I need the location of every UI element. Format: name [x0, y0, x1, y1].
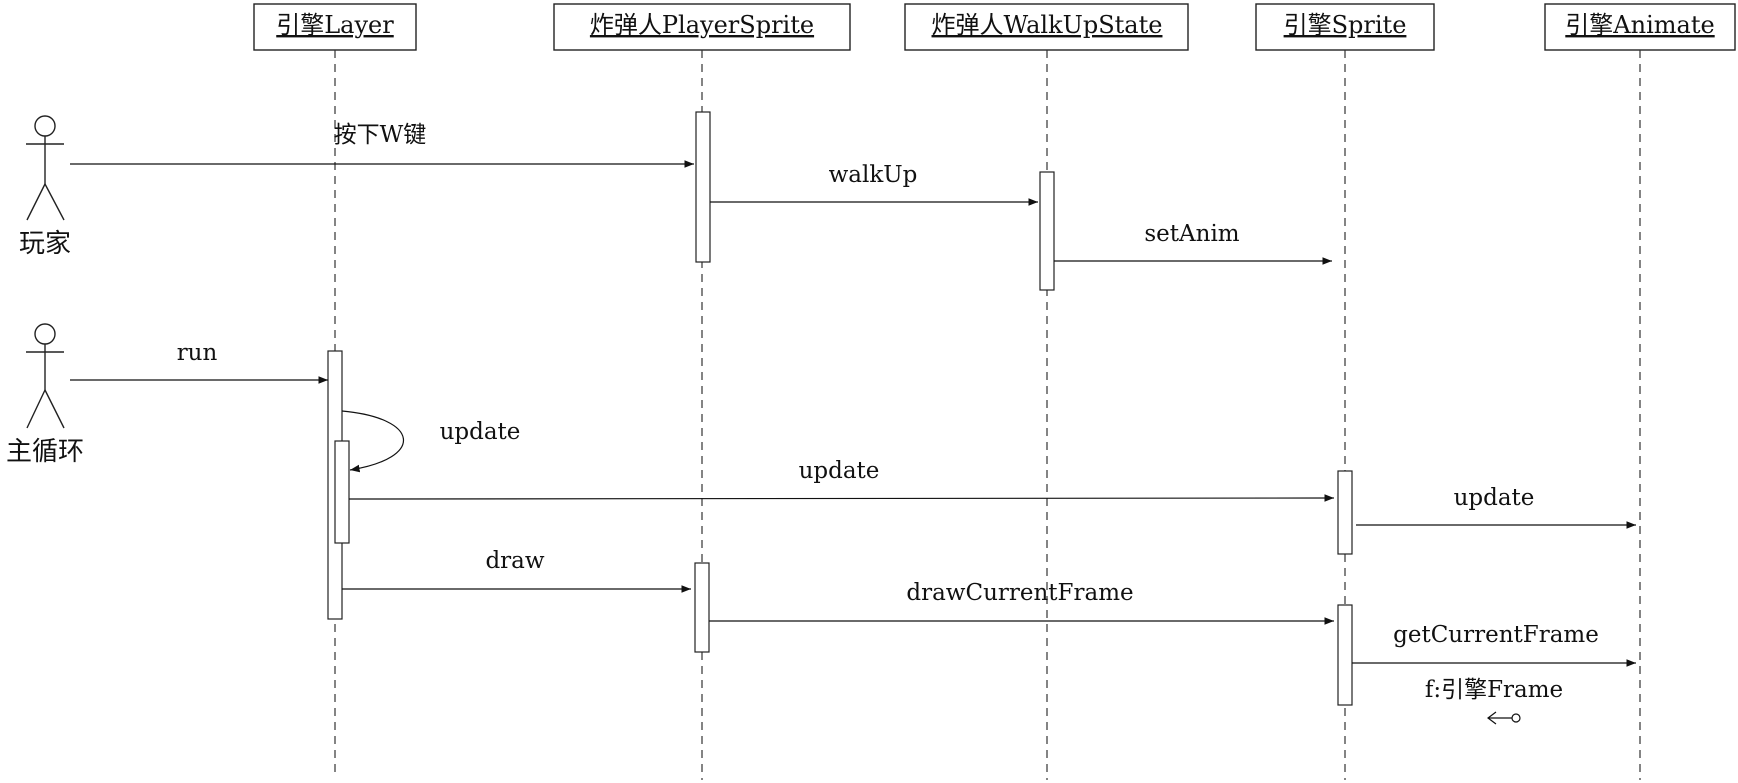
return-value: f:引擎Frame — [1425, 677, 1563, 725]
lifeline-player-sprite: 炸弹人PlayerSprite — [553, 3, 851, 780]
lifeline-title-engine-sprite: 引擎Sprite — [1284, 11, 1407, 39]
activation-engine-sprite-1 — [1337, 470, 1353, 555]
message-update-sprite: update — [348, 458, 1335, 502]
lifeline-title-player-sprite: 炸弹人PlayerSprite — [590, 11, 814, 39]
message-label-press-w: 按下W键 — [334, 122, 427, 148]
message-label-setanim: setAnim — [1144, 221, 1239, 247]
lifeline-engine-layer: 引擎Layer — [253, 3, 417, 775]
activation-engine-sprite-2 — [1337, 604, 1353, 706]
message-label-update-animate: update — [1454, 485, 1535, 511]
return-label: f:引擎Frame — [1425, 677, 1563, 703]
message-run: run — [70, 340, 328, 384]
lifeline-title-engine-animate: 引擎Animate — [1565, 11, 1714, 39]
actor-label-main-loop: 主循环 — [6, 437, 84, 467]
message-label-update-sprite: update — [799, 458, 880, 484]
message-drawcurrentframe: drawCurrentFrame — [709, 580, 1334, 625]
message-getcurrentframe: getCurrentFrame — [1352, 622, 1636, 667]
actor-player: 玩家 — [19, 115, 71, 259]
lifeline-walkup-state: 炸弹人WalkUpState — [904, 3, 1189, 780]
activation-walkup-state — [1039, 171, 1055, 291]
activation-player-sprite-2 — [694, 562, 710, 653]
message-press-w: 按下W键 — [70, 122, 694, 168]
actor-label-player: 玩家 — [19, 229, 71, 259]
message-label-walkup: walkUp — [829, 162, 918, 188]
message-walkup: walkUp — [710, 162, 1038, 206]
lifeline-title-walkup-state: 炸弹人WalkUpState — [932, 11, 1163, 39]
activation-engine-layer-nested — [334, 440, 350, 544]
message-label-getcurrentframe: getCurrentFrame — [1393, 622, 1599, 648]
message-update-animate: update — [1356, 485, 1636, 529]
message-update-self: update — [341, 410, 521, 473]
message-label-drawcurrentframe: drawCurrentFrame — [906, 580, 1133, 606]
activation-player-sprite-1 — [695, 111, 711, 263]
lifeline-engine-sprite: 引擎Sprite — [1255, 3, 1435, 780]
lifeline-title-engine-layer: 引擎Layer — [276, 11, 394, 39]
message-label-update-self: update — [440, 419, 521, 445]
message-label-draw: draw — [485, 548, 544, 574]
message-label-run: run — [177, 340, 218, 366]
lifeline-engine-animate: 引擎Animate — [1544, 3, 1736, 780]
message-setanim: setAnim — [1054, 221, 1332, 265]
actor-main-loop: 主循环 — [6, 323, 84, 467]
message-draw: draw — [342, 548, 691, 593]
